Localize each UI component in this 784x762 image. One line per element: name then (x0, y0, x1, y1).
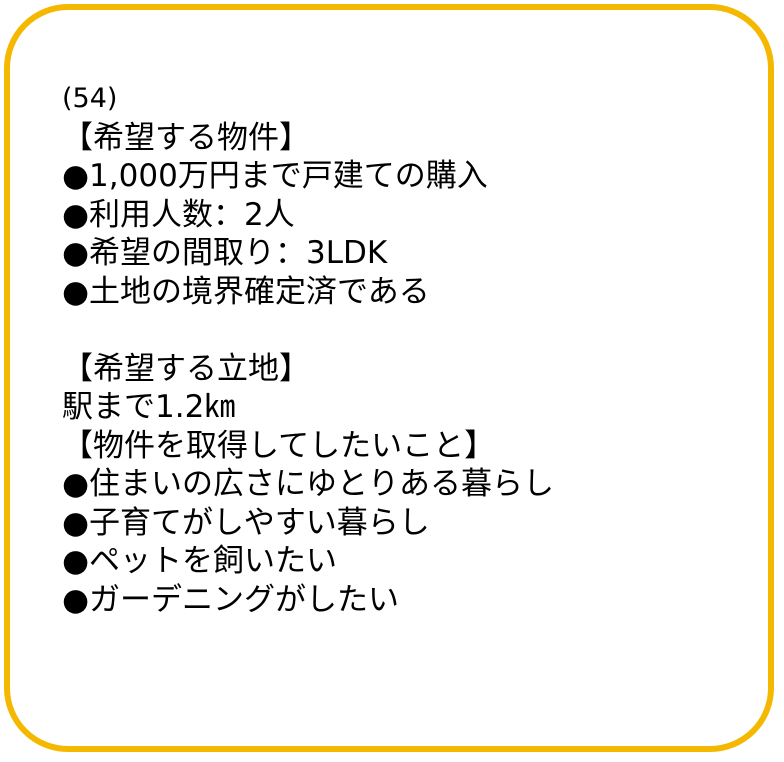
property-item: ●希望の間取り：3LDK (62, 235, 388, 271)
goal-item: ●ペットを飼いたい (62, 543, 338, 579)
property-item: ●1,000万円まで戸建ての購入 (62, 158, 488, 194)
property-item: ●利用人数：2人 (62, 196, 295, 233)
goal-item: ●住まいの広さにゆとりある暮らし (62, 466, 555, 502)
section-spacer (62, 311, 554, 350)
card-content: (54) 【希望する物件】 ●1,000万円まで戸建ての購入 ●利用人数：2人 … (62, 80, 554, 619)
goal-item: ●ガーデニングがしたい (62, 581, 400, 618)
goals-section-heading: 【物件を取得してしたいこと】 (62, 427, 496, 464)
rounded-card-frame: (54) 【希望する物件】 ●1,000万円まで戸建ての購入 ●利用人数：2人 … (4, 4, 774, 752)
property-section-heading: 【希望する物件】 (62, 119, 310, 156)
location-detail: 駅まで1.2㎞ (62, 389, 236, 425)
goal-item: ●子育てがしやすい暮らし (62, 504, 430, 541)
entry-number: (54) (62, 83, 118, 114)
property-item: ●土地の境界確定済である (62, 273, 430, 310)
location-section-heading: 【希望する立地】 (62, 350, 310, 387)
